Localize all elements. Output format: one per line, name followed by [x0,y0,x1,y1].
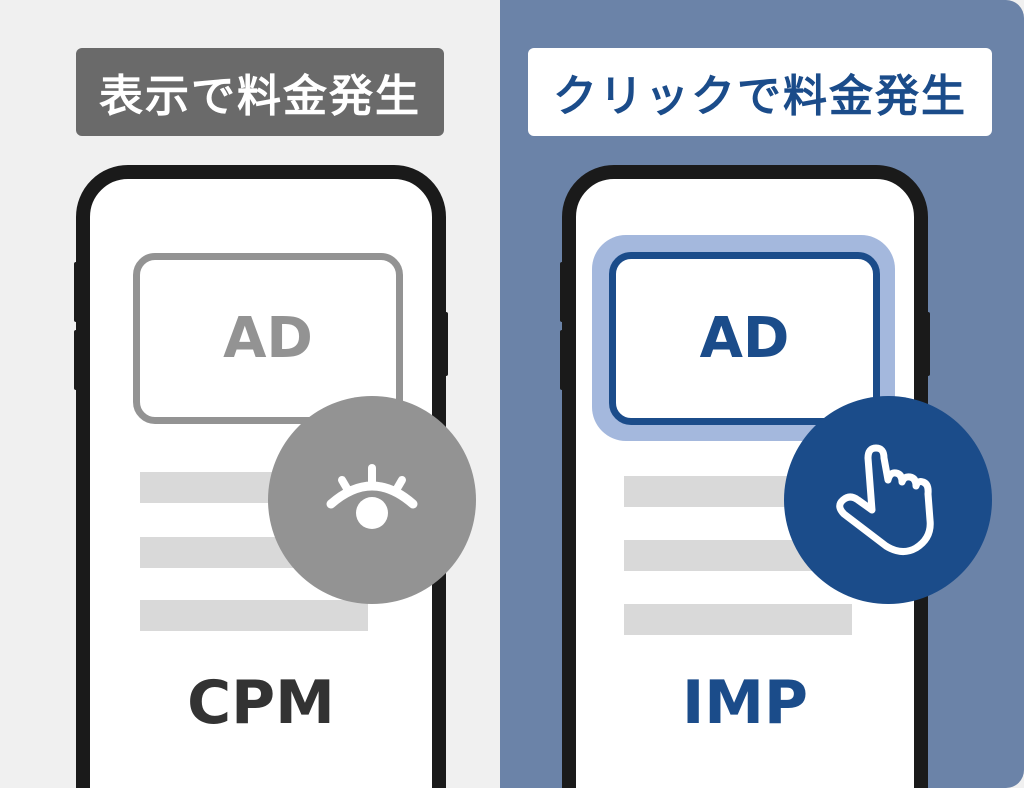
right-panel-click: クリックで料金発生 AD IMP [500,0,1024,788]
content-line [624,540,824,571]
eye-icon [326,464,418,529]
pricing-method-label: IMP [681,668,808,738]
click-badge [784,396,992,604]
ad-banner: AD [609,252,880,425]
left-heading: 表示で料金発生 [76,48,444,136]
ad-label: AD [699,306,790,371]
impression-badge [268,396,476,604]
pricing-method-label: CPM [187,668,335,738]
ad-banner: AD [133,253,403,424]
content-line [624,604,852,635]
phone-side-button [444,312,448,376]
phone-side-button [926,312,930,376]
right-heading: クリックで料金発生 [528,48,992,136]
content-line [140,600,368,631]
pointing-hand-icon [836,444,934,555]
ad-label: AD [223,306,313,371]
left-panel-cpm: 表示で料金発生 AD CPM [0,0,500,788]
